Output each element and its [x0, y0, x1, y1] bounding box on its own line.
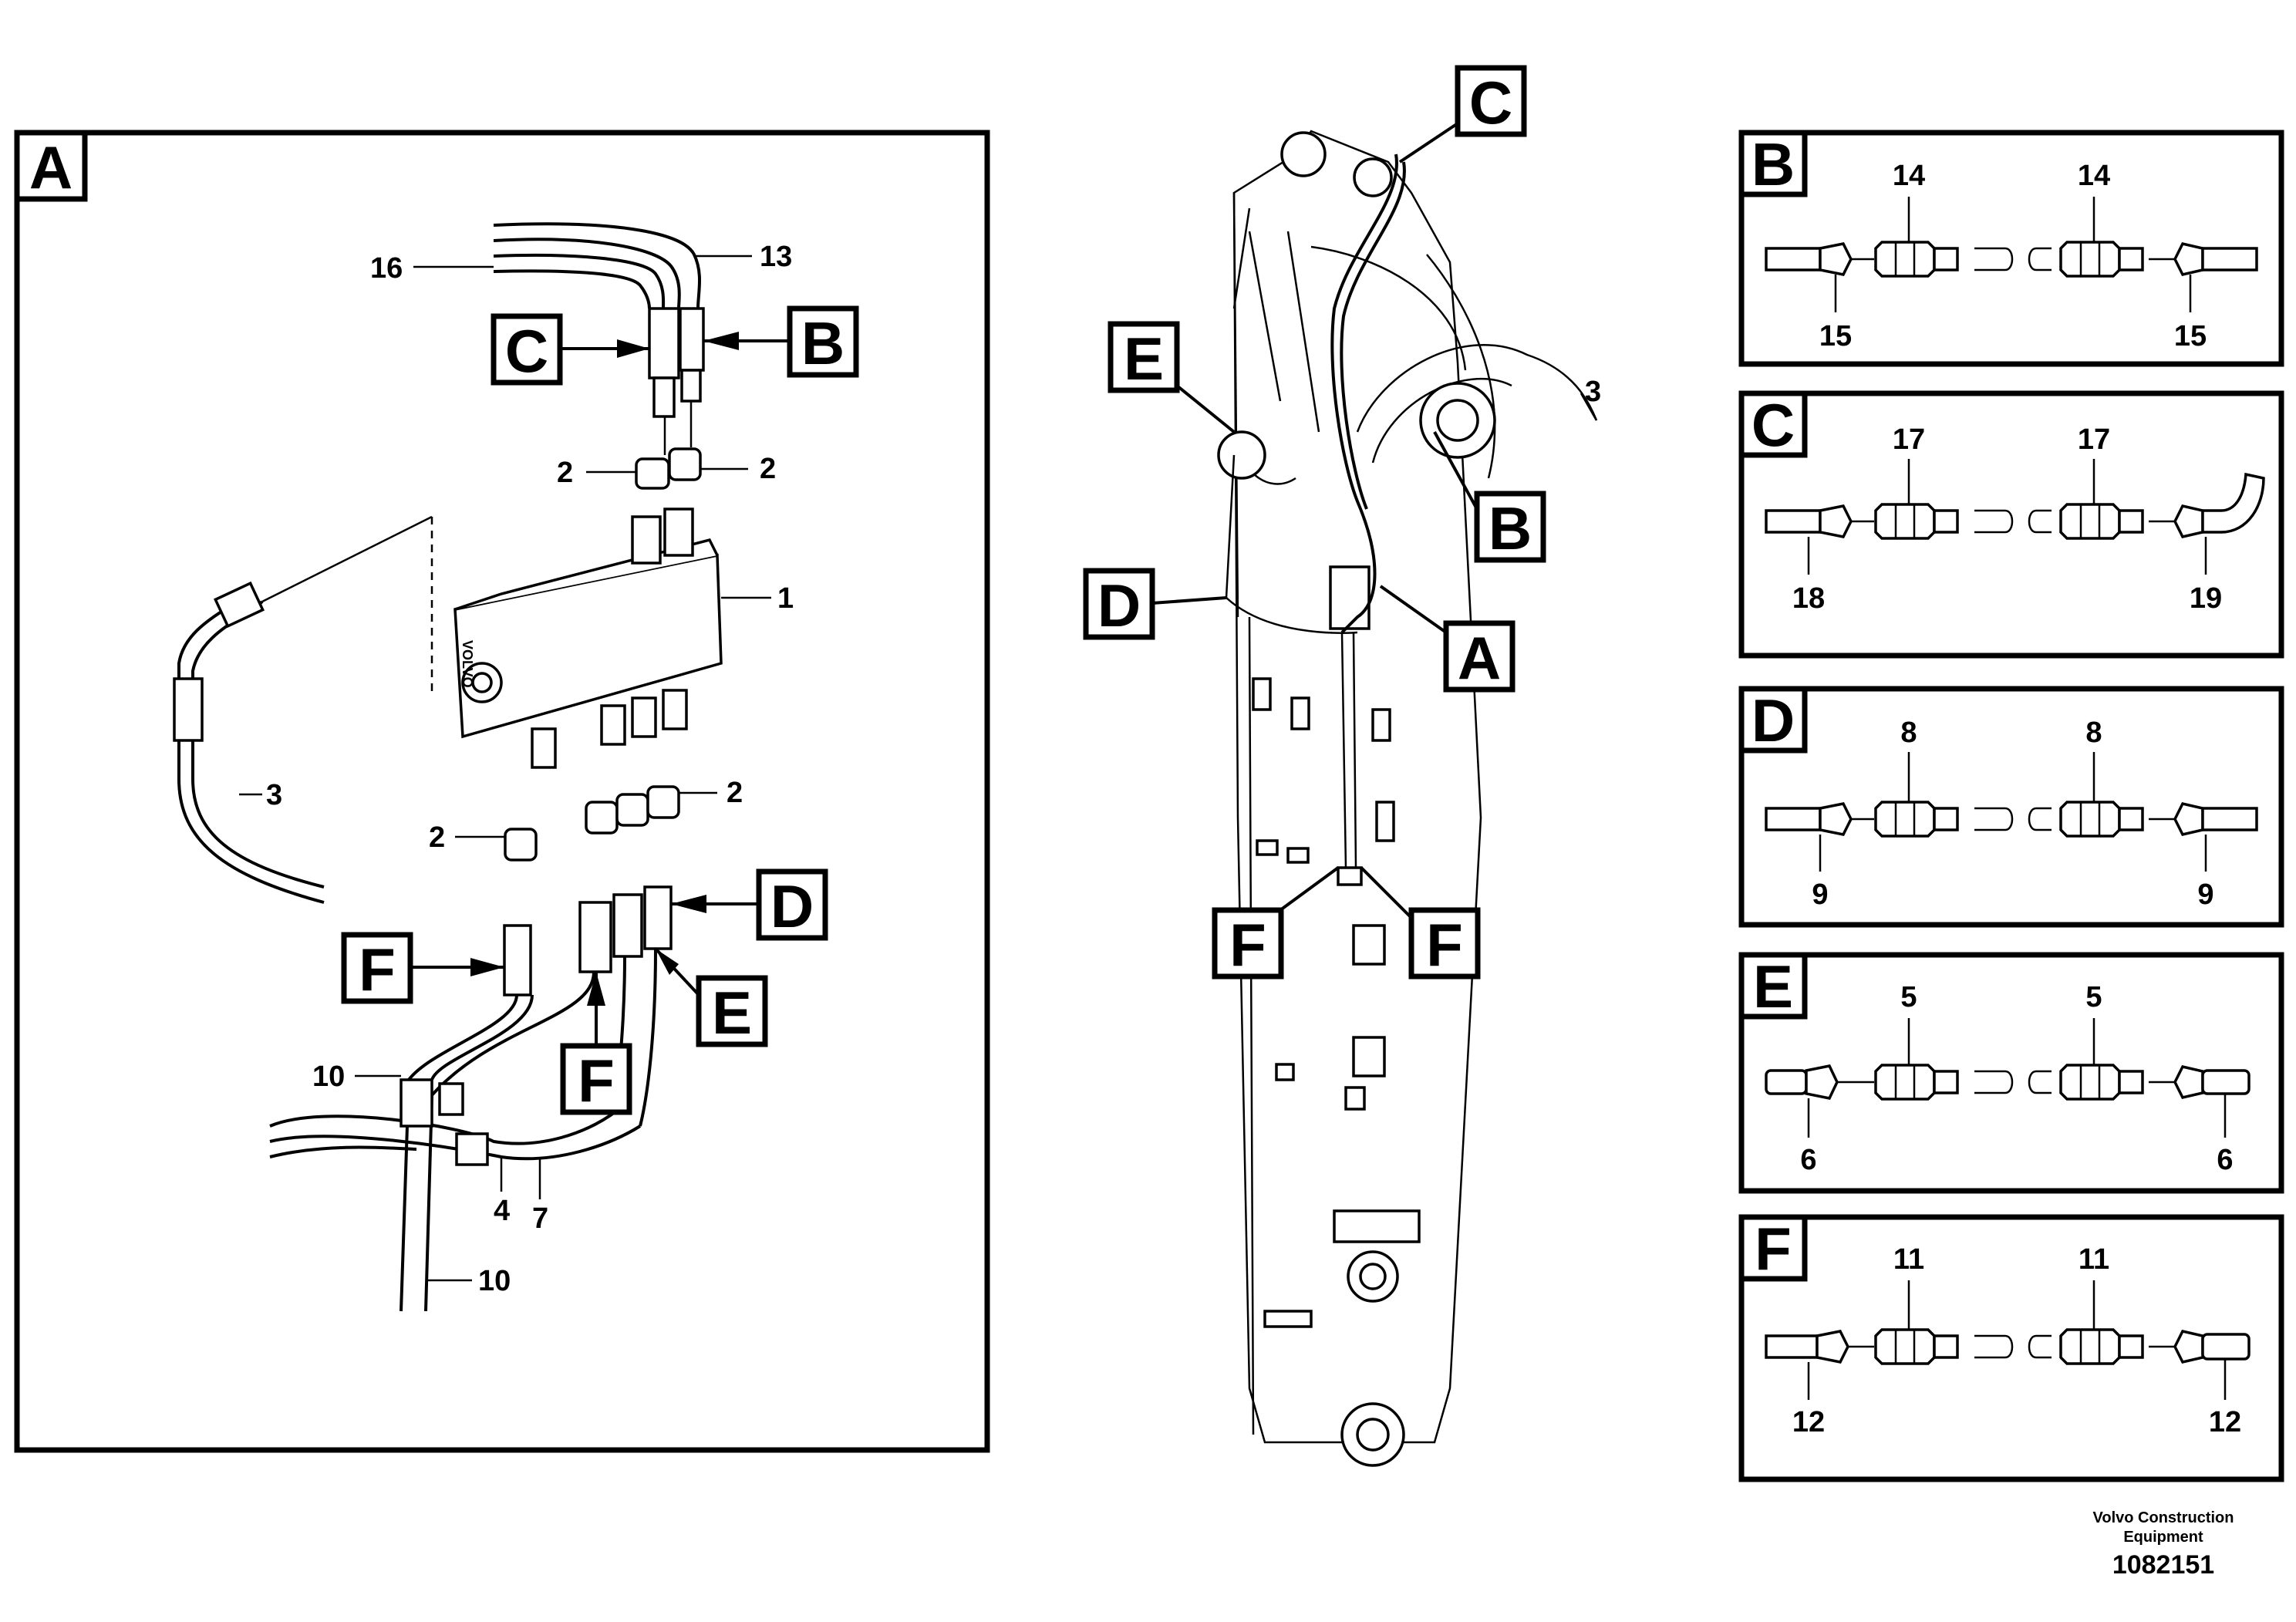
svg-text:E: E [1753, 953, 1793, 1020]
svg-text:8: 8 [1900, 717, 1917, 749]
svg-text:3: 3 [1585, 376, 1601, 408]
detail-panel-c: C 17 17 18 19 [1738, 390, 2284, 659]
svg-text:8: 8 [2085, 717, 2102, 749]
clamp-bracket [455, 1132, 489, 1166]
frame-a-letter: A [29, 133, 72, 201]
clamp-bolt [438, 1082, 464, 1116]
cap-lower-a [585, 801, 619, 835]
svg-text:2: 2 [557, 457, 573, 489]
svg-text:1: 1 [777, 582, 794, 615]
cap-upper-right [668, 447, 702, 481]
svg-text:5: 5 [2085, 981, 2102, 1013]
callout-e-valve: E [712, 979, 752, 1047]
callout-e-boom: E [1124, 325, 1164, 393]
callout-c-valve: C [505, 317, 548, 385]
callout-d-valve: D [770, 872, 814, 940]
svg-text:2: 2 [760, 453, 776, 485]
fitting-e [643, 885, 673, 950]
cap-lower-b [615, 793, 649, 827]
svg-text:13: 13 [760, 241, 792, 273]
callout-c-boom: C [1469, 69, 1512, 137]
svg-text:11: 11 [1893, 1243, 1924, 1276]
detail-panel-b: B 14 14 15 15 [1738, 130, 2284, 367]
footer-company-line2: Equipment [2123, 1529, 2203, 1546]
callout-b-boom: B [1489, 494, 1532, 562]
svg-text:14: 14 [2078, 160, 2110, 192]
valve-brand: VOLVO [460, 640, 475, 688]
valve-block: VOLVO [453, 508, 723, 769]
upper-hoses [493, 222, 702, 309]
svg-text:11: 11 [2079, 1243, 2109, 1276]
svg-text:6: 6 [1800, 1144, 1816, 1176]
svg-text:15: 15 [2174, 320, 2207, 352]
hose3-fitting [173, 677, 204, 742]
svg-text:2: 2 [429, 821, 445, 854]
callout-f-boom-left: F [1229, 911, 1266, 979]
svg-text:9: 9 [2197, 878, 2213, 911]
callout-b-valve: B [801, 309, 845, 377]
svg-text:18: 18 [1792, 582, 1825, 615]
callout-f-valve-left: F [359, 936, 396, 1003]
footer-company-line1: Volvo Construction [2093, 1509, 2234, 1526]
svg-text:2: 2 [727, 777, 743, 809]
boom-arm: C E B D A F F 3 [1083, 65, 1601, 1467]
detail-panel-e: E 5 5 6 6 [1738, 952, 2284, 1194]
svg-text:15: 15 [1819, 320, 1852, 352]
fitting-mid [612, 893, 643, 958]
fitting-f-right [578, 901, 612, 973]
fitting-f-left [503, 924, 532, 996]
svg-text:D: D [1752, 686, 1795, 754]
callout-a-boom: A [1458, 624, 1501, 692]
fittings-top [648, 307, 705, 418]
footer: Volvo Construction Equipment 1082151 [2093, 1509, 2234, 1580]
svg-text:4: 4 [494, 1195, 510, 1227]
svg-text:17: 17 [2078, 423, 2110, 456]
svg-text:16: 16 [370, 252, 403, 285]
svg-text:9: 9 [1812, 878, 1828, 911]
cap-lower-single [504, 828, 538, 862]
callout-f-valve-lower: F [578, 1047, 615, 1114]
svg-text:B: B [1752, 130, 1795, 198]
svg-text:12: 12 [1792, 1406, 1825, 1438]
svg-text:19: 19 [2190, 582, 2222, 615]
svg-text:C: C [1752, 391, 1795, 459]
svg-text:3: 3 [266, 779, 282, 811]
svg-text:5: 5 [1900, 981, 1917, 1013]
svg-text:10: 10 [312, 1061, 345, 1093]
svg-text:10: 10 [478, 1265, 511, 1297]
svg-text:17: 17 [1893, 423, 1925, 456]
callout-d-boom: D [1097, 572, 1141, 639]
clamp-left [400, 1078, 433, 1128]
cap-upper-left [635, 457, 670, 490]
svg-text:6: 6 [2217, 1144, 2233, 1176]
detail-panel-f: F 11 11 12 12 [1738, 1214, 2284, 1482]
svg-text:14: 14 [1893, 160, 1925, 192]
cap-lower-c [646, 785, 680, 819]
detail-panel-d: D 8 8 9 9 [1738, 686, 2284, 928]
svg-text:7: 7 [532, 1202, 548, 1235]
elbow-fitting [213, 581, 265, 629]
callout-f-boom-right: F [1426, 911, 1463, 979]
detail-frame-a: A VOL [14, 130, 990, 1453]
svg-text:F: F [1755, 1215, 1792, 1283]
svg-text:12: 12 [2209, 1406, 2241, 1438]
footer-drawing-number: 1082151 [2112, 1550, 2214, 1580]
